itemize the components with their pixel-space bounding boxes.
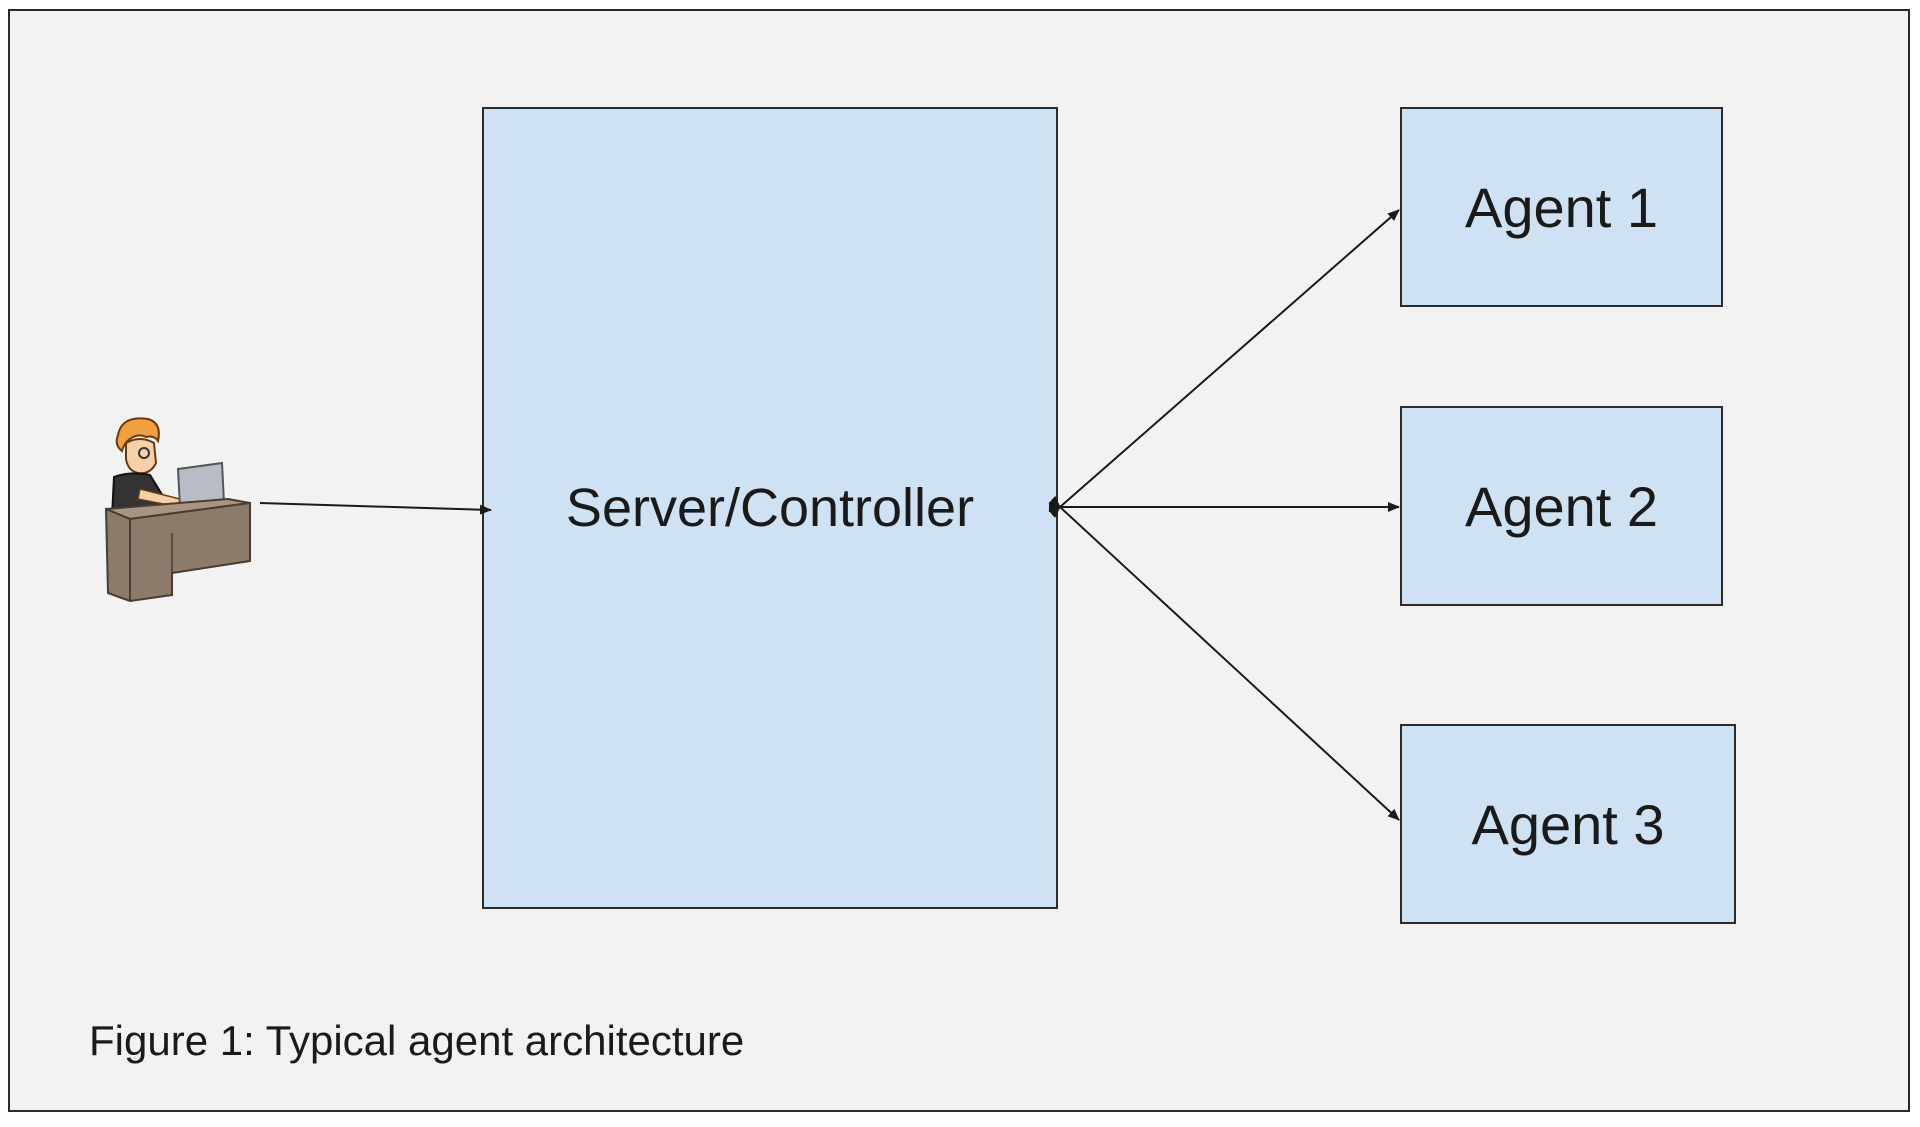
user-at-desk-icon [104, 417, 251, 603]
agent-3-box: Agent 3 [1400, 724, 1736, 924]
server-controller-label: Server/Controller [565, 478, 975, 538]
agent-2-box: Agent 2 [1400, 406, 1723, 606]
agent-1-label: Agent 1 [1464, 175, 1659, 239]
agent-2-label: Agent 2 [1464, 474, 1659, 538]
agent-3-label: Agent 3 [1471, 792, 1665, 856]
server-controller-box: Server/Controller [482, 107, 1058, 909]
figure-caption: Figure 1: Typical agent architecture [89, 1017, 745, 1064]
agent-1-box: Agent 1 [1400, 107, 1723, 307]
